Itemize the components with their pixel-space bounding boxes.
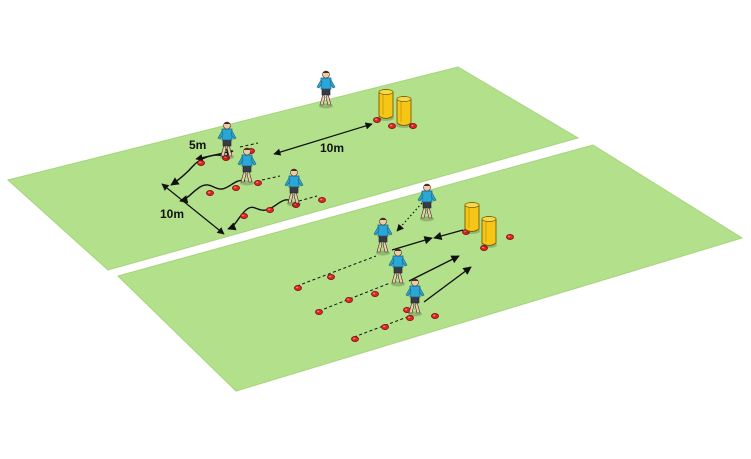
tackle-bag-icon xyxy=(395,96,413,129)
tackle-bag-icon xyxy=(480,216,498,249)
label-10m-side: 10m xyxy=(160,207,184,221)
bottom-pitch xyxy=(117,144,744,392)
tackle-bag-icon xyxy=(463,202,481,235)
label-10m-top: 10m xyxy=(320,141,344,155)
measure-arrow-10m-top xyxy=(273,122,373,156)
top-weave-paths xyxy=(170,154,293,231)
top-pitch xyxy=(6,66,580,271)
bottom-run-arrows xyxy=(391,229,472,303)
label-5m: 5m xyxy=(189,138,206,152)
tackle-bag-icon xyxy=(377,89,395,122)
measure-arrow-10m-side xyxy=(161,183,225,235)
